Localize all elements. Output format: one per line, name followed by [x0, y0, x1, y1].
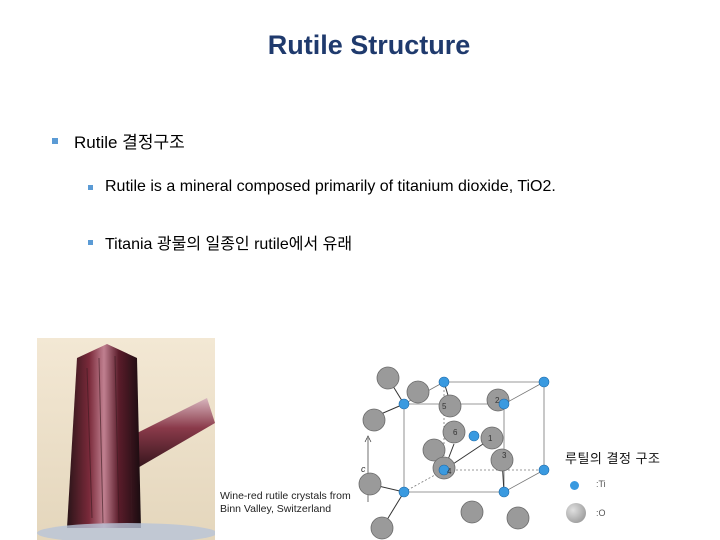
- site-label: 5: [442, 402, 447, 411]
- bullet-square-icon: [52, 137, 58, 144]
- axis-c-label: c: [361, 464, 366, 474]
- site-label: 1: [488, 434, 493, 443]
- o-legend-label: :O: [596, 508, 606, 518]
- bullet-level2-item: Titania 광물의 일종인 rutile에서 유래: [88, 230, 352, 254]
- bullet-square-icon: [88, 184, 93, 190]
- o-atom-legend-icon: [566, 503, 586, 523]
- site-label: 6: [453, 428, 458, 437]
- rutile-crystal-photo: [37, 338, 215, 540]
- site-label: 4: [447, 467, 452, 476]
- bullet-level2-text: Rutile is a mineral composed primarily o…: [105, 178, 556, 195]
- ti-legend-label: :Ti: [596, 479, 606, 489]
- site-label: 3: [502, 451, 507, 460]
- bullet-square-icon: [88, 239, 93, 245]
- bullet-level1-text: Rutile 결정구조: [74, 133, 185, 152]
- bullet-level2-text: Titania 광물의 일종인 rutile에서 유래: [105, 236, 353, 253]
- bullet-level2-item: Rutile is a mineral composed primarily o…: [88, 178, 556, 196]
- bullet-level1: Rutile 결정구조: [52, 128, 185, 153]
- photo-caption: Wine-red rutile crystals from Binn Valle…: [220, 490, 351, 515]
- structure-caption: 루틸의 결정 구조: [565, 451, 661, 466]
- slide-title: Rutile Structure: [267, 30, 471, 60]
- crystal-structure-diagram: c 5 2 6 1 3 4: [358, 366, 550, 540]
- site-label: 2: [495, 396, 500, 405]
- ti-atom-legend-icon: [570, 481, 579, 490]
